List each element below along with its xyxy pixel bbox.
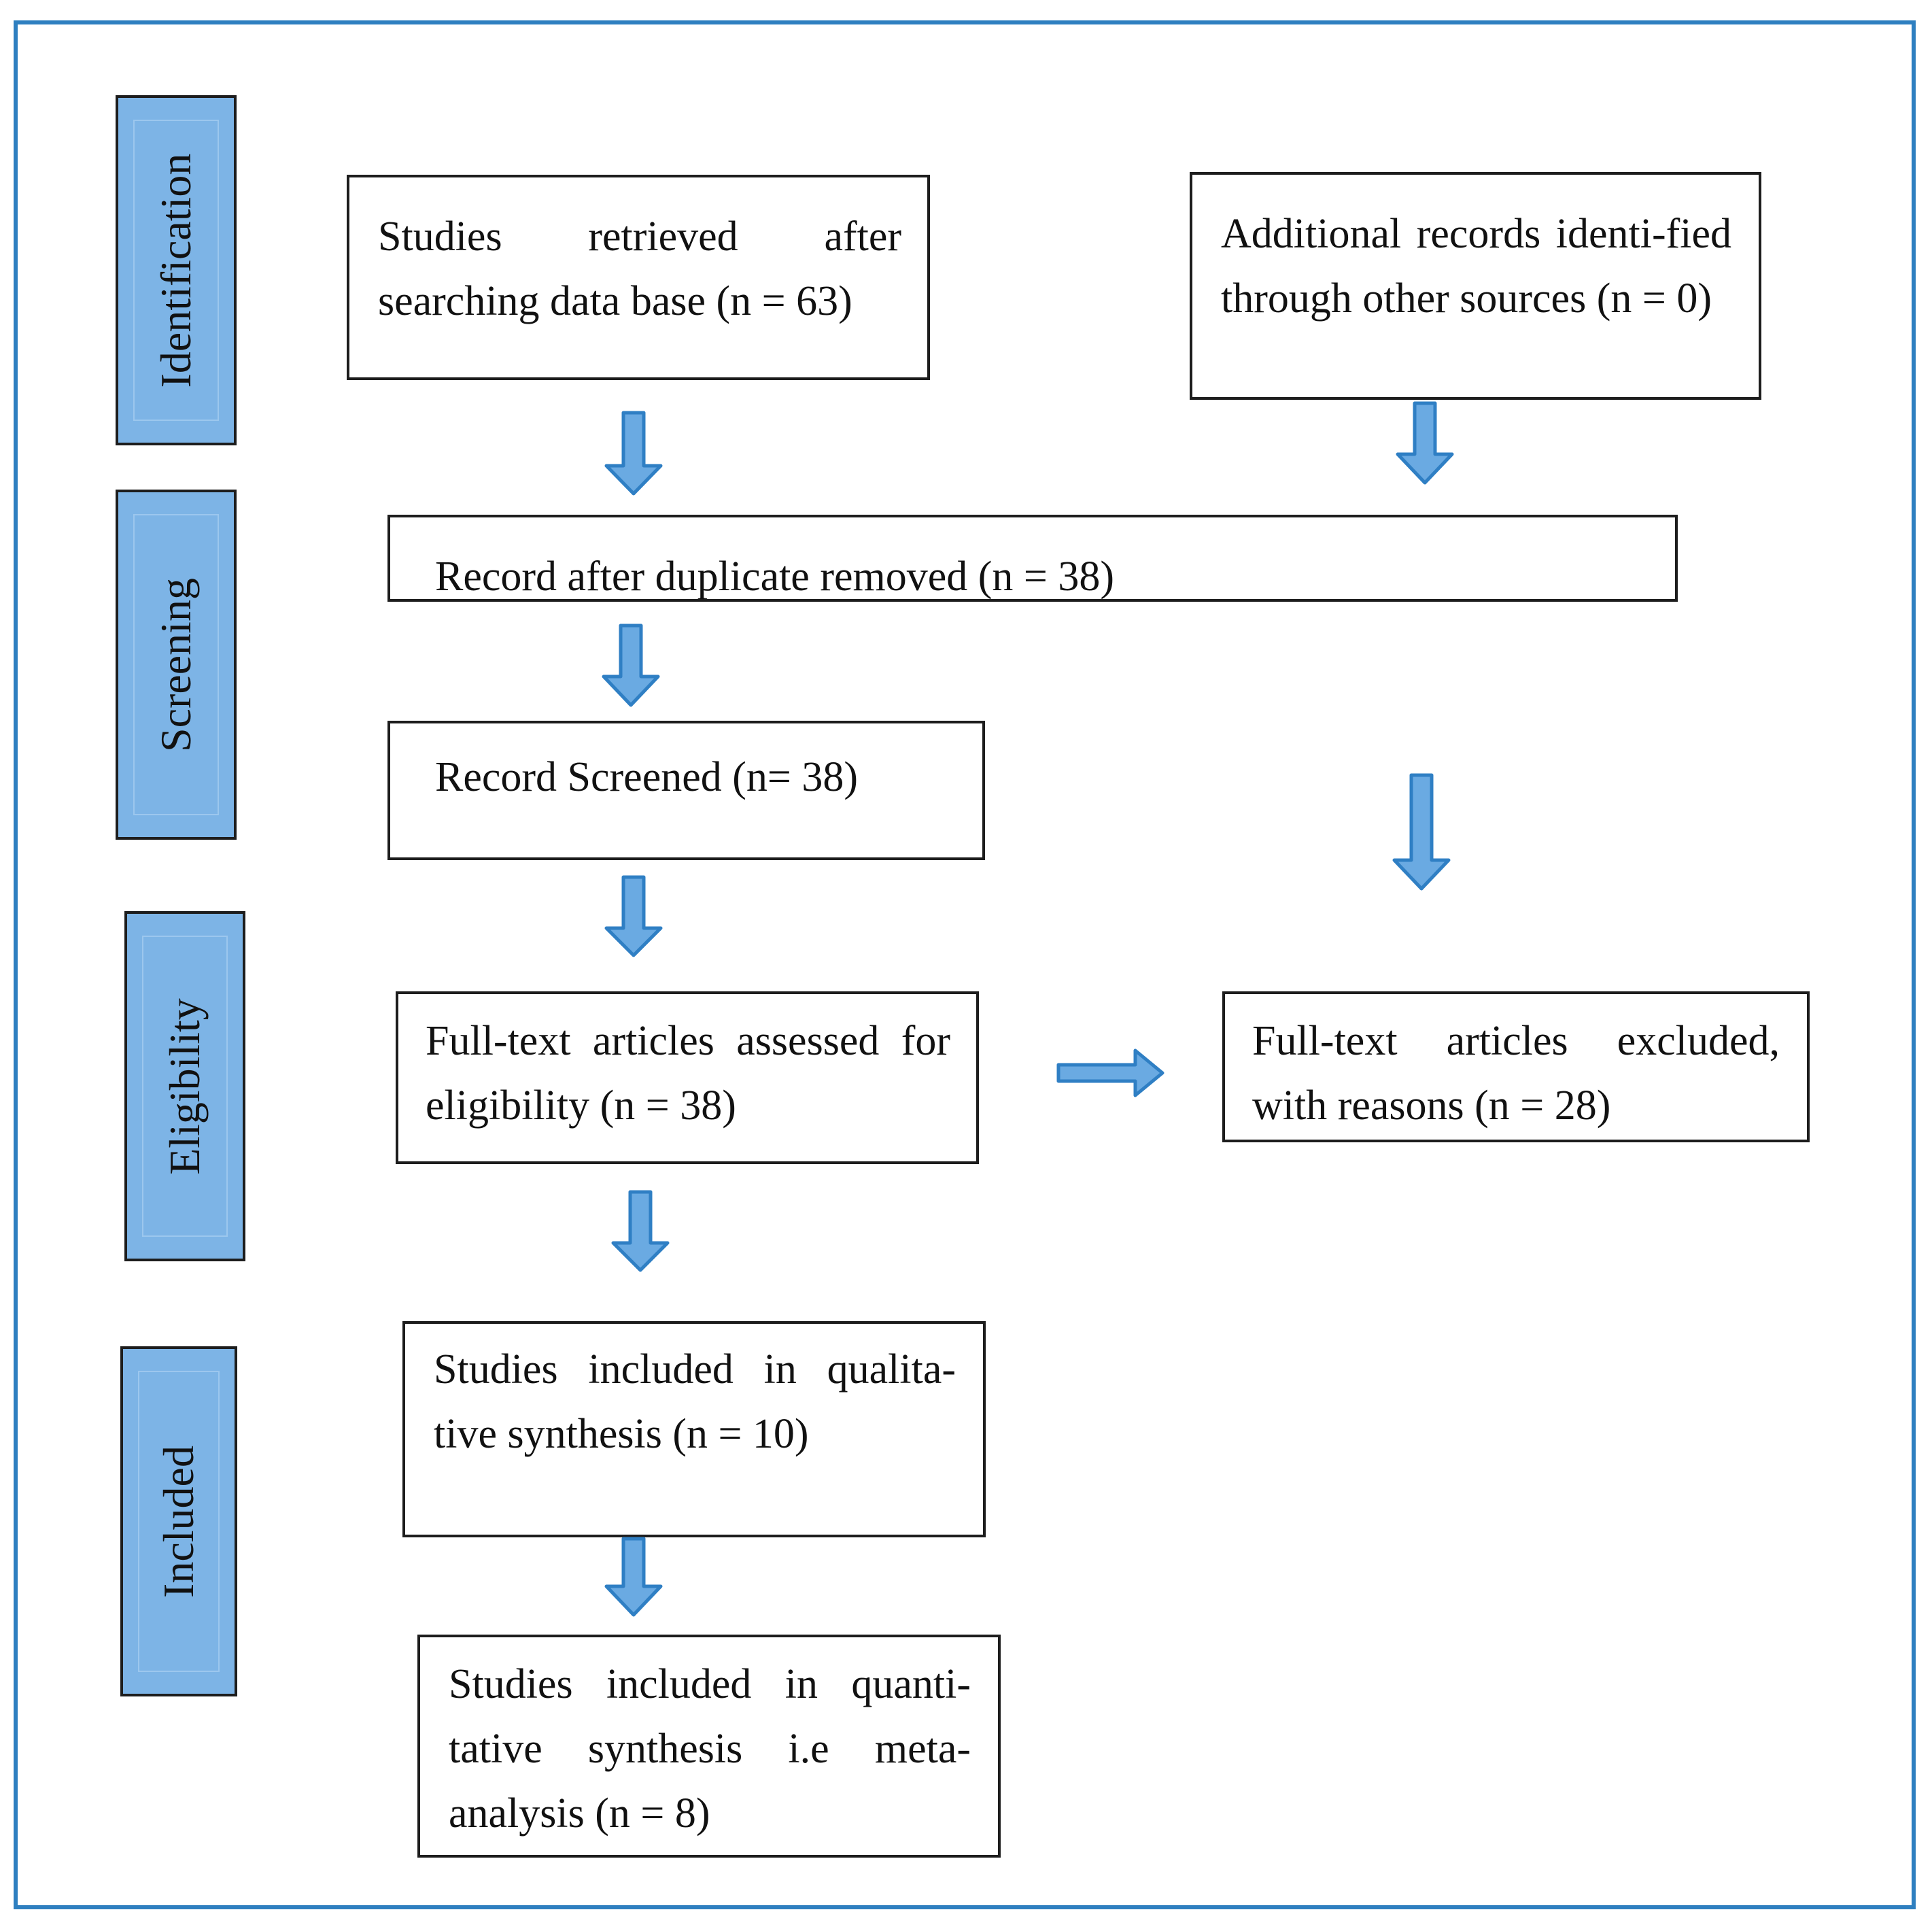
box-studies-retrieved: Studies retrieved after searching data b… [347, 175, 930, 380]
box-additional-records-text: Additional records identi-fied through o… [1221, 211, 1731, 322]
box-quantitative-synthesis-text: Studies included in quanti-tative synthe… [449, 1661, 971, 1837]
box-qualitative-synthesis-text: Studies included in qualita-tive synthes… [434, 1346, 956, 1457]
box-fulltext-excluded-text: Full-text articles excluded, with reason… [1252, 1018, 1780, 1129]
stage-eligibility: Eligibility [124, 911, 245, 1261]
box-quantitative-synthesis: Studies included in quanti-tative synthe… [417, 1635, 1001, 1858]
box-duplicates-removed: Record after duplicate removed (n = 38) [387, 515, 1678, 602]
box-records-screened-text: Record Screened (n= 38) [435, 754, 858, 800]
box-records-screened: Record Screened (n= 38) [387, 721, 985, 860]
diagram-frame [14, 20, 1916, 1909]
stage-label-screening: Screening [152, 577, 200, 752]
box-fulltext-assessed-text: Full-text articles assessed for eligibil… [426, 1018, 950, 1129]
box-studies-retrieved-text: Studies retrieved after searching data b… [378, 214, 901, 324]
box-duplicates-removed-text: Record after duplicate removed (n = 38) [435, 553, 1114, 600]
stage-included: Included [120, 1346, 237, 1696]
stage-identification: Identification [116, 95, 237, 445]
box-fulltext-excluded: Full-text articles excluded, with reason… [1222, 991, 1810, 1142]
stage-screening: Screening [116, 490, 237, 840]
box-fulltext-assessed: Full-text articles assessed for eligibil… [396, 991, 979, 1164]
box-additional-records: Additional records identi-fied through o… [1190, 172, 1761, 400]
box-qualitative-synthesis: Studies included in qualita-tive synthes… [402, 1321, 986, 1537]
stage-label-included: Included [154, 1445, 203, 1598]
stage-label-eligibility: Eligibility [160, 997, 209, 1175]
stage-label-identification: Identification [152, 153, 200, 388]
